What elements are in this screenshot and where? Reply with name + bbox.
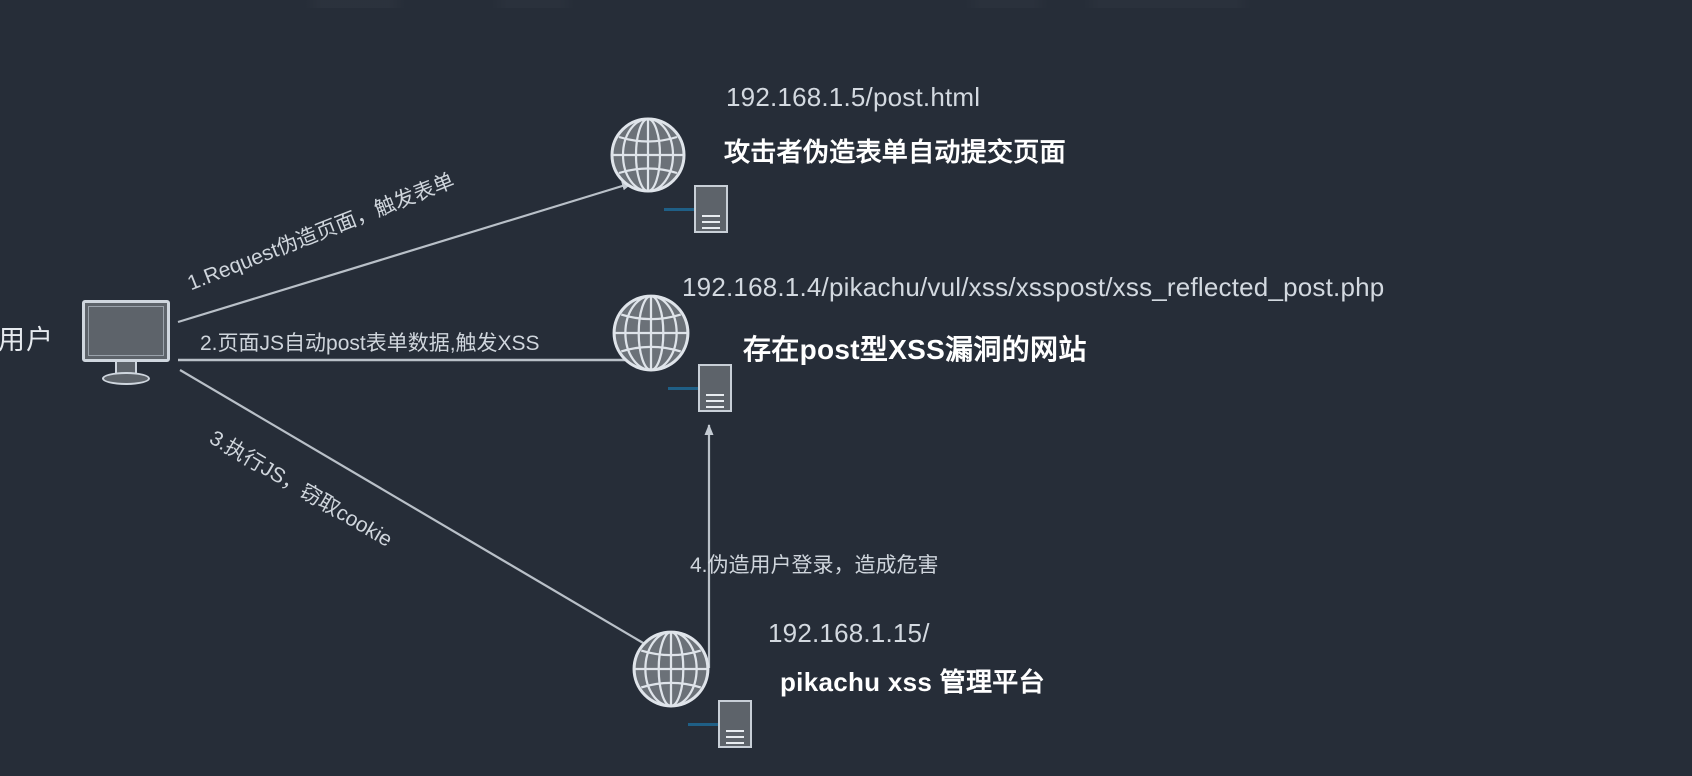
node-url-xss-platform: 192.168.1.15/ <box>768 618 930 648</box>
globe-icon <box>610 117 686 193</box>
node-connector-line <box>688 723 730 726</box>
node-title-vulnerable-site: 存在post型XSS漏洞的网站 <box>743 334 1087 365</box>
monitor-icon <box>82 300 170 386</box>
server-stripe <box>726 730 744 732</box>
node-title-attacker-page: 攻击者伪造表单自动提交页面 <box>724 137 1066 167</box>
top-artifact-band <box>0 0 1692 8</box>
server-stripe <box>706 406 724 408</box>
globe-icon <box>632 630 710 708</box>
server-stripe <box>706 394 724 396</box>
server-stripe <box>706 400 724 402</box>
server-stripe <box>702 215 720 217</box>
server-stripe <box>726 736 744 738</box>
server-icon <box>718 700 752 748</box>
server-stripe <box>702 221 720 223</box>
edge-label-step-2: 2.页面JS自动post表单数据,触发XSS <box>200 332 540 355</box>
actor-label-user: 用户 <box>0 325 54 355</box>
server-stripe <box>726 742 744 744</box>
globe-icon <box>612 294 690 372</box>
arrow-step-3 <box>179 369 673 661</box>
edge-label-step-4: 4.伪造用户登录，造成危害 <box>690 554 939 577</box>
monitor-screen <box>82 300 170 362</box>
server-stripe <box>702 227 720 229</box>
node-title-xss-platform: pikachu xss 管理平台 <box>780 667 1045 697</box>
server-icon <box>694 185 728 233</box>
monitor-base <box>102 372 150 385</box>
arrow-step-1 <box>177 181 633 324</box>
node-url-attacker-page: 192.168.1.5/post.html <box>726 82 981 112</box>
node-connector-line <box>668 387 710 390</box>
server-icon <box>698 364 732 412</box>
node-url-vulnerable-site: 192.168.1.4/pikachu/vul/xss/xsspost/xss_… <box>682 272 1385 302</box>
node-connector-line <box>664 208 706 211</box>
